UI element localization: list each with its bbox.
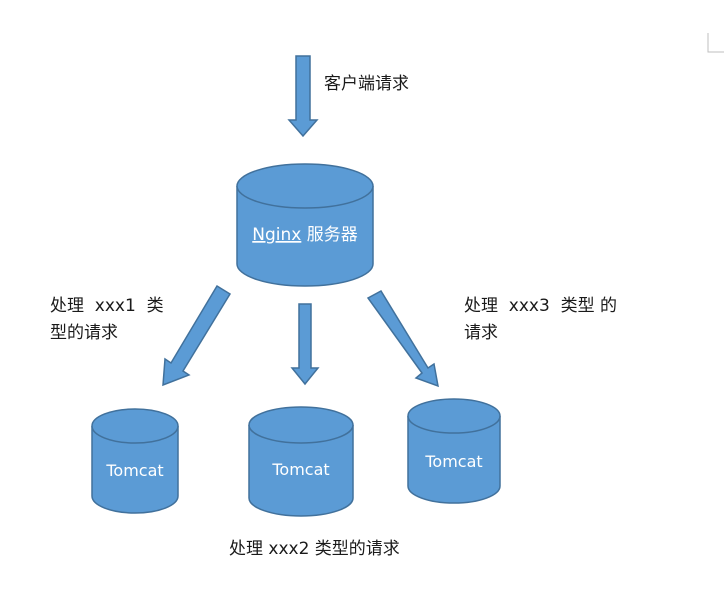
route-arrow-xxx3 [366, 290, 439, 388]
nginx-server-cylinder: Nginx 服务器 [236, 163, 374, 287]
route-label-xxx1-line2: 型的请求 [50, 323, 118, 343]
route-arrow-xxx1 [162, 284, 232, 387]
tomcat-label-2: Tomcat [271, 460, 329, 479]
nginx-suffix: 服务器 [301, 225, 357, 245]
nginx-name: Nginx [252, 225, 301, 245]
client-request-arrow [287, 55, 319, 138]
route-label-xxx3-line2: 请求 [464, 323, 498, 343]
tomcat-label-3: Tomcat [424, 452, 482, 471]
route-arrow-xxx2 [290, 303, 320, 386]
route-label-xxx1-line1: 处理 xxx1 类 [50, 296, 164, 316]
route-label-xxx3-line1: 处理 xxx3 类型 的 [464, 296, 618, 316]
page-corner-mark [707, 33, 724, 53]
nginx-server-label: Nginx 服务器 [252, 225, 357, 245]
tomcat-cylinder-3: Tomcat [407, 398, 501, 504]
client-request-label: 客户端请求 [324, 74, 409, 94]
route-label-xxx2: 处理 xxx2 类型的请求 [229, 539, 400, 559]
tomcat-cylinder-2: Tomcat [248, 406, 354, 517]
tomcat-cylinder-1: Tomcat [91, 408, 179, 514]
tomcat-label-1: Tomcat [105, 461, 163, 480]
